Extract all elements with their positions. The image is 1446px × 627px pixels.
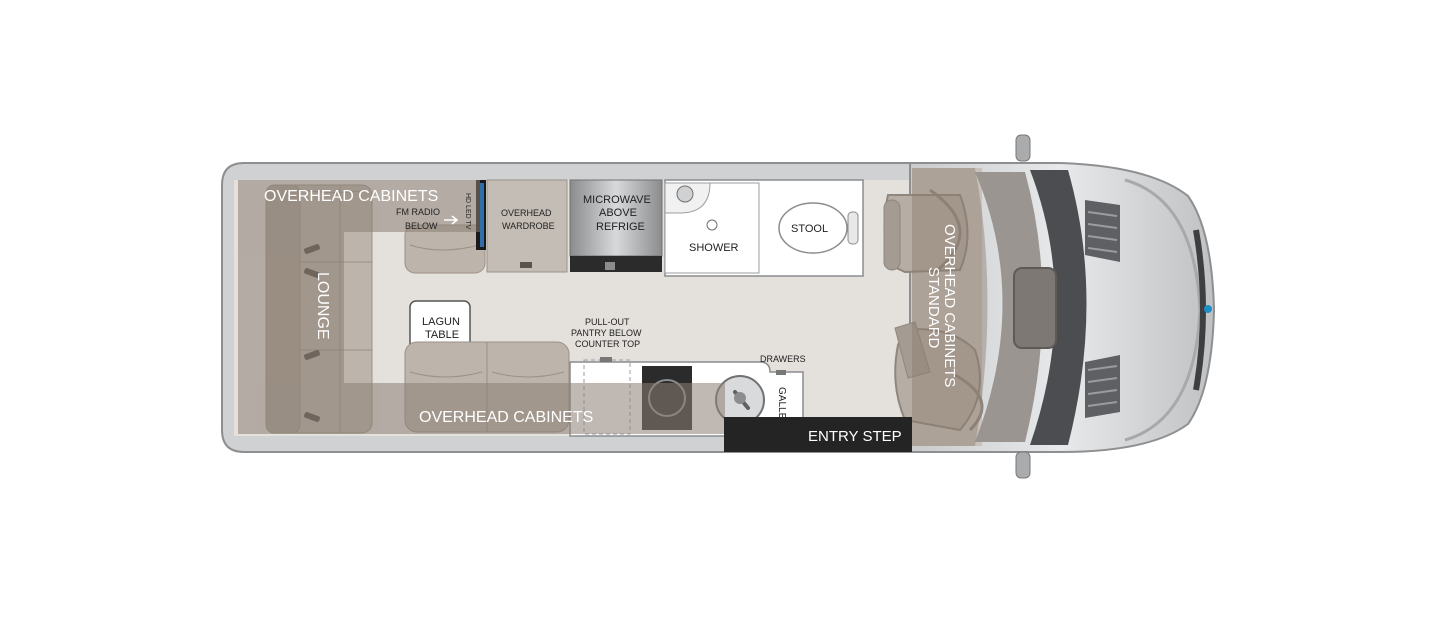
entry-step bbox=[724, 417, 912, 452]
cab-interior bbox=[883, 168, 1057, 446]
wardrobe-label-line2: WARDROBE bbox=[502, 221, 555, 231]
arrow-right-icon bbox=[444, 215, 459, 225]
drawers-label: DRAWERS bbox=[760, 354, 806, 364]
lounge-label: LOUNGE bbox=[314, 272, 331, 340]
cab-overhead-label-line1: OVERHEAD CABINETS bbox=[941, 224, 958, 387]
galley-label: GALLEY bbox=[776, 387, 787, 426]
microwave-label-line2: ABOVE bbox=[599, 207, 637, 219]
overhead-cabinets-bottom-label: OVERHEAD CABINETS bbox=[419, 409, 593, 426]
overhead-cabinets-top-label: OVERHEAD CABINETS bbox=[264, 188, 438, 205]
fm-radio-label-line2: BELOW bbox=[405, 221, 438, 231]
cab-overhead-label-line2: STANDARD bbox=[925, 267, 942, 349]
hd-led-tv bbox=[476, 180, 486, 250]
microwave-label-line3: REFRIGE bbox=[596, 221, 645, 233]
emblem-icon bbox=[1204, 305, 1212, 313]
shower-label: SHOWER bbox=[689, 242, 739, 254]
pantry-label-line3: COUNTER TOP bbox=[575, 339, 640, 349]
tv-seat-top bbox=[404, 224, 486, 274]
microwave-label-line1: MICROWAVE bbox=[583, 194, 651, 206]
toilet-icon bbox=[778, 202, 848, 254]
faucet-icon bbox=[676, 185, 694, 203]
fm-radio-label-line1: FM RADIO bbox=[396, 207, 440, 217]
lagun-table-label-line1: LAGUN bbox=[422, 316, 460, 328]
stool-label: STOOL bbox=[791, 223, 828, 235]
hd-led-tv-label: HD LED TV bbox=[464, 193, 471, 230]
pantry-label-line1: PULL-OUT bbox=[585, 317, 630, 327]
steering-wheel-icon bbox=[1013, 267, 1057, 349]
shower-drain-icon bbox=[706, 219, 718, 231]
pantry-label-line2: PANTRY BELOW bbox=[571, 328, 642, 338]
overhead-cabinets-overlay bbox=[238, 180, 725, 434]
hood-vent-top bbox=[1085, 200, 1120, 262]
driver-seat bbox=[883, 188, 969, 278]
wardrobe bbox=[486, 179, 568, 273]
bathroom bbox=[664, 179, 864, 277]
entry-step-label: ENTRY STEP bbox=[808, 428, 902, 445]
mirror-top-icon bbox=[1015, 134, 1031, 162]
wardrobe-label-line1: OVERHEAD bbox=[501, 208, 552, 218]
microwave-refrigerator bbox=[569, 179, 663, 272]
lagun-table-label-line2: TABLE bbox=[425, 329, 459, 341]
hood-vent-bottom bbox=[1085, 355, 1120, 418]
mirror-bottom-icon bbox=[1015, 451, 1031, 479]
cab-overhead-overlay bbox=[912, 168, 988, 446]
passenger-seat bbox=[894, 321, 984, 432]
